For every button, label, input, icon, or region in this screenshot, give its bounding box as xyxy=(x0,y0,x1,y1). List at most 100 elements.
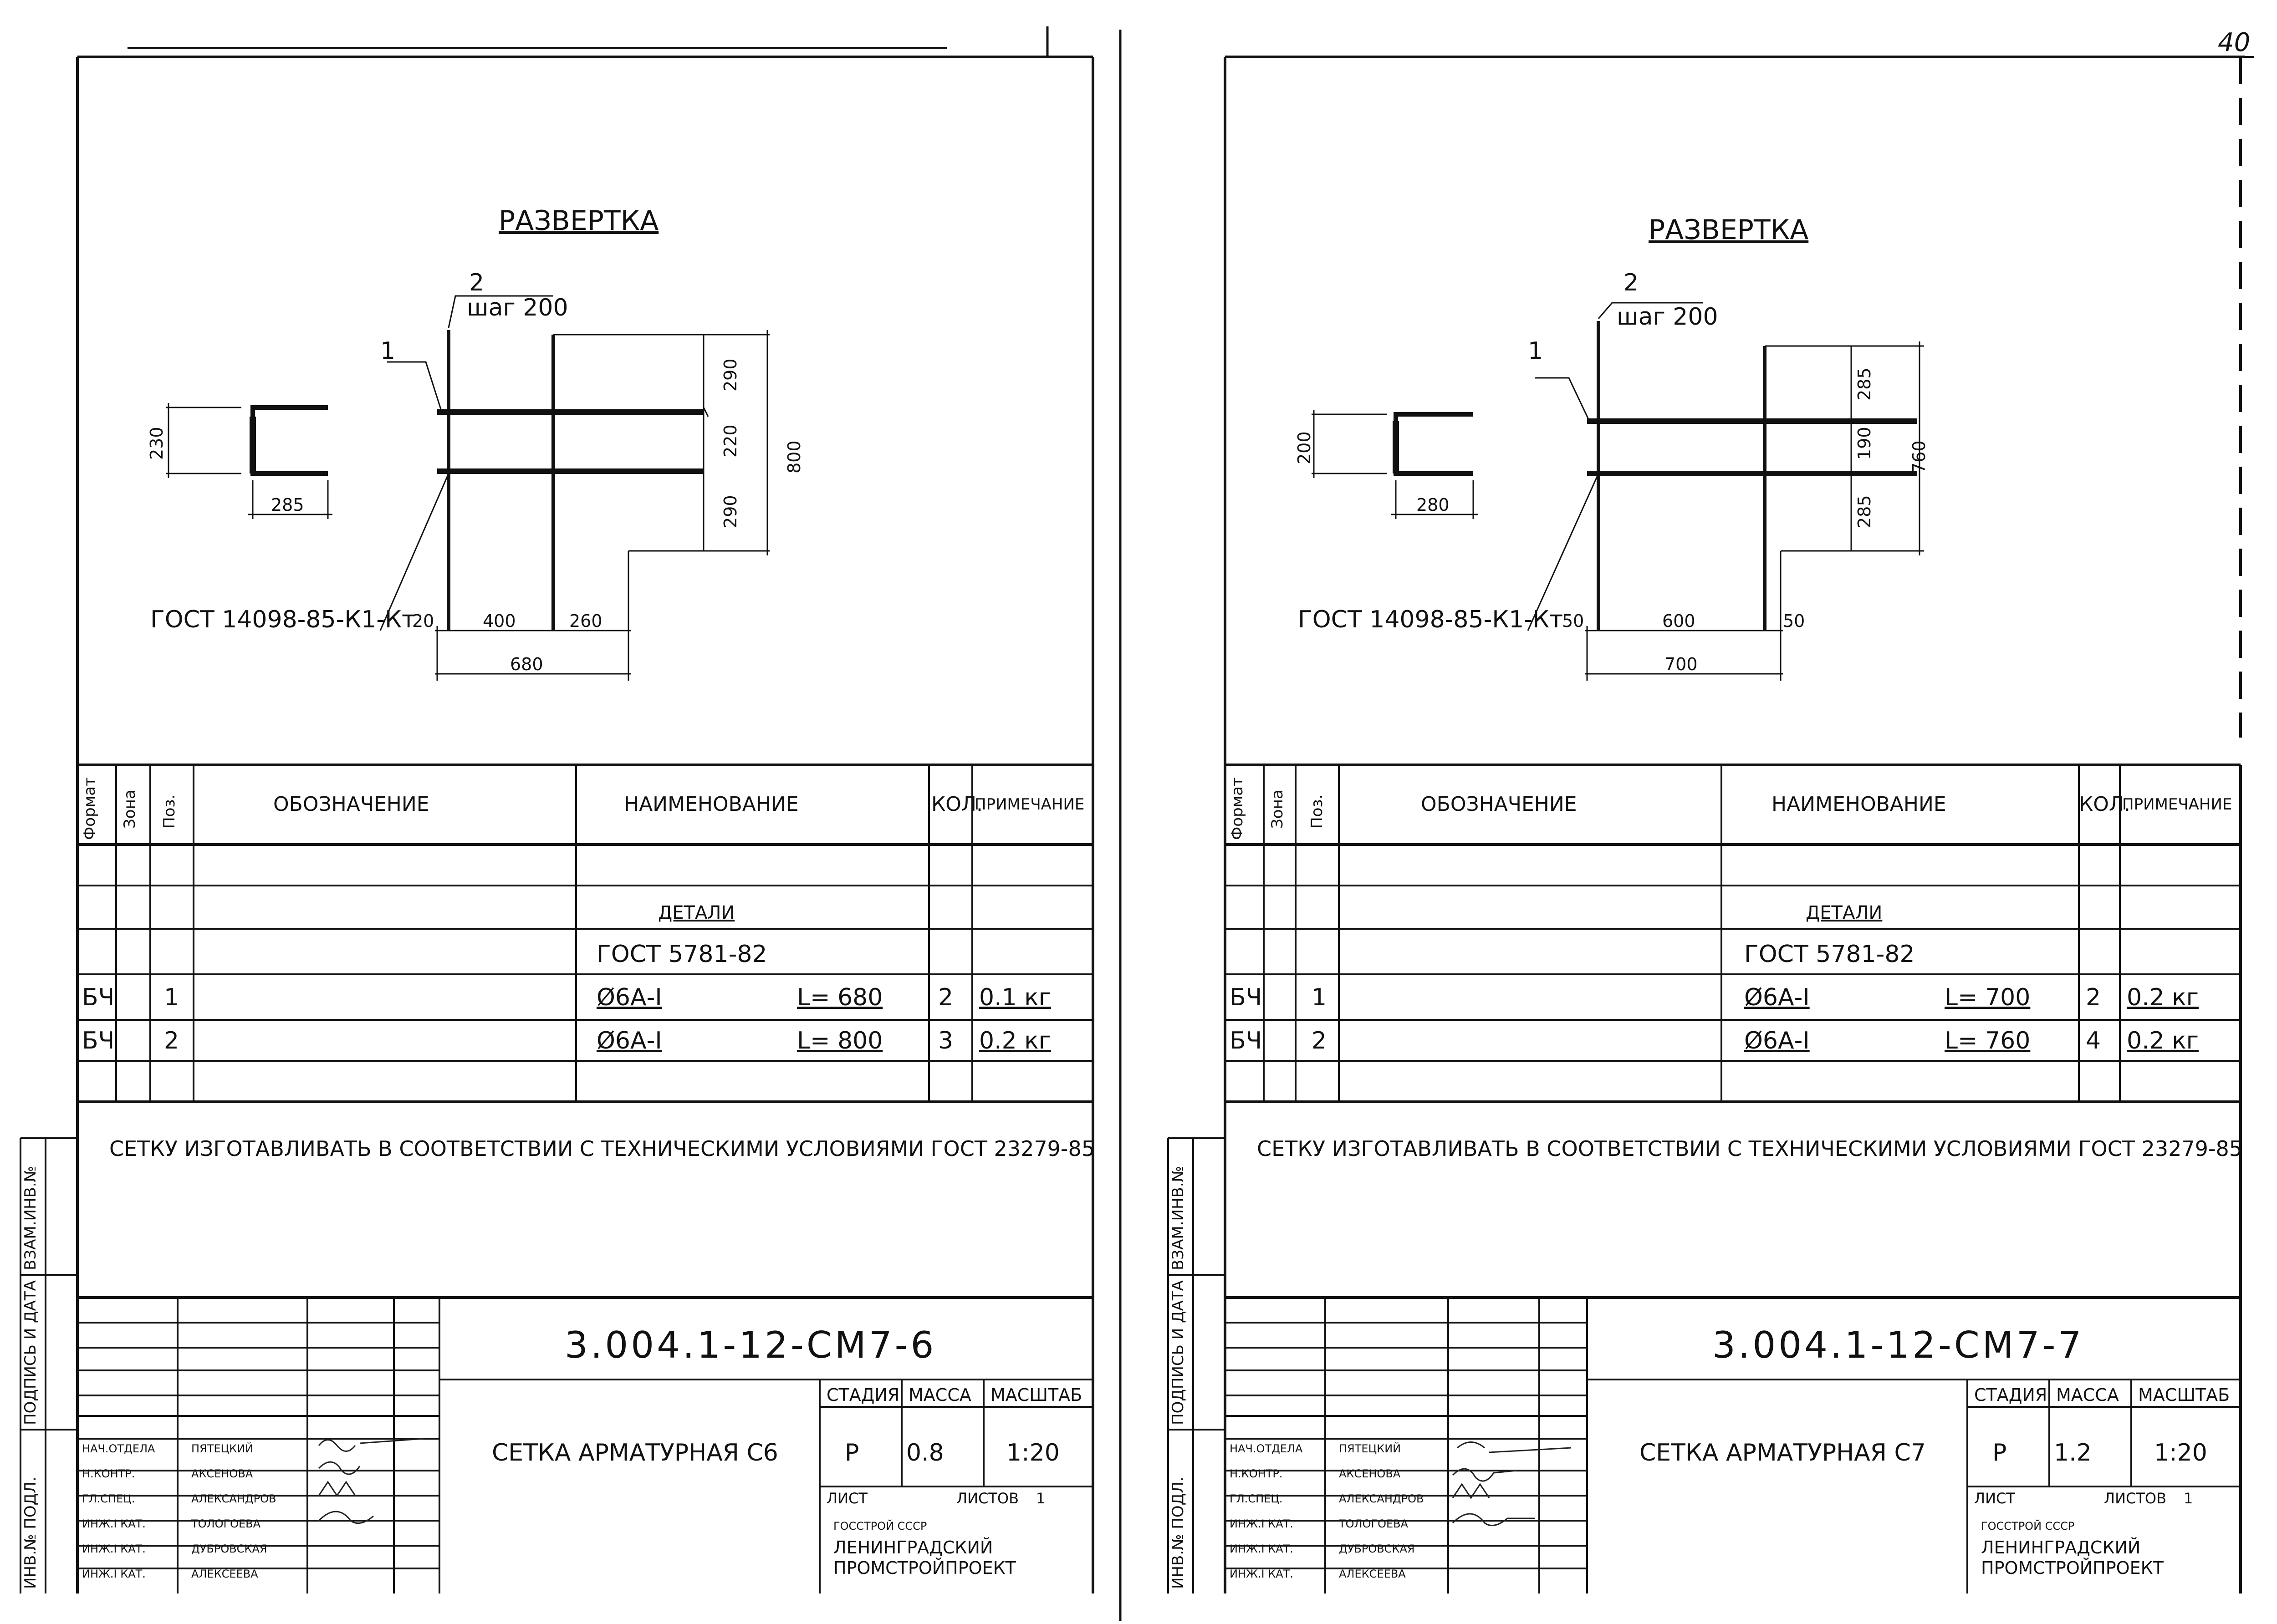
sheet-label: Лист xyxy=(1974,1490,2015,1507)
mass-value: 1.2 xyxy=(2054,1439,2092,1466)
staff-role: ИНЖ.I КАТ. xyxy=(1230,1543,1293,1555)
sheet-label: Лист xyxy=(827,1490,868,1507)
side-stamp-replace-inv: Взам.инв.№ xyxy=(21,1166,40,1270)
scale-header: Масштаб xyxy=(2138,1385,2230,1405)
scale-value: 1:20 xyxy=(1006,1439,1060,1466)
dim-vertical-1: 290 xyxy=(720,358,740,392)
staff-name: ТОЛОГОЕВА xyxy=(191,1517,261,1530)
header-format: Формат xyxy=(81,777,99,840)
document-code: 3.004.1-12-СМ7-6 xyxy=(565,1324,937,1366)
staff-name: АЛЕКСАНДРОВ xyxy=(191,1492,276,1505)
row-qty: 4 xyxy=(2086,1027,2101,1054)
stage-header: Стадия xyxy=(827,1385,900,1405)
row-note: 0.2 кг xyxy=(2127,1027,2199,1054)
row-note: 0.2 кг xyxy=(979,1027,1051,1054)
stage-value: Р xyxy=(845,1439,859,1466)
staff-name: АЛЕКСЕЕВА xyxy=(1339,1568,1406,1580)
scale-header: Масштаб xyxy=(990,1385,1082,1405)
drawing-title: Развертка xyxy=(499,205,659,237)
document-code: 3.004.1-12-СМ7-7 xyxy=(1712,1324,2084,1366)
dim-vertical-1: 285 xyxy=(1854,367,1874,401)
dim-vertical-2: 220 xyxy=(720,424,740,458)
staff-role: ИНЖ.I КАТ. xyxy=(82,1517,146,1530)
manufacturing-note: Сетку изготавливать в соответствии с тех… xyxy=(109,1136,1095,1161)
dim-vertical-3: 285 xyxy=(1854,495,1874,528)
mass-header: Масса xyxy=(2056,1385,2119,1405)
product-name: Сетка арматурная С7 xyxy=(1639,1439,1926,1466)
dim-horizontal-1: 50 xyxy=(1562,611,1584,631)
dim-vertical-3: 290 xyxy=(720,495,740,528)
dim-vertical-total: 760 xyxy=(1909,440,1929,473)
row-name: Ø6А-I xyxy=(1744,1027,1810,1054)
staff-name: АЛЕКСЕЕВА xyxy=(191,1568,258,1580)
side-stamp-original-inv: Инв.№ подл. xyxy=(1169,1476,1187,1589)
dim-vertical-total: 800 xyxy=(784,440,804,473)
mass-value: 0.8 xyxy=(906,1439,944,1466)
staff-name: ПЯТЕЦКИЙ xyxy=(1339,1442,1401,1455)
end-view-bar xyxy=(166,403,332,519)
row-note: 0.1 кг xyxy=(979,984,1051,1011)
mesh-development xyxy=(379,295,770,681)
product-name: Сетка арматурная С6 xyxy=(492,1439,778,1466)
header-designation: Обозначение xyxy=(1421,793,1577,816)
row-pos: 2 xyxy=(1312,1027,1327,1054)
staff-name: АКСЕНОВА xyxy=(1339,1467,1401,1480)
header-pos: Поз. xyxy=(1308,794,1326,829)
staff-role: ГЛ.СПЕЦ. xyxy=(82,1492,135,1505)
gost-weld-label: ГОСТ 14098-85-К1-Кт xyxy=(150,606,416,633)
org-line-2: ЛЕНИНГРАДСКИЙ xyxy=(833,1537,993,1558)
side-stamp-signature-date: Подпись и дата xyxy=(1169,1280,1187,1425)
section-title: Детали xyxy=(1806,902,1883,923)
staff-role: Н.КОНТР. xyxy=(82,1467,135,1480)
staff-role: ИНЖ.I КАТ. xyxy=(82,1543,146,1555)
row-format: БЧ xyxy=(82,984,115,1011)
drawing-title: Развертка xyxy=(1649,214,1809,246)
stage-header: Стадия xyxy=(1974,1385,2047,1405)
header-zone: Зона xyxy=(1268,789,1287,829)
sheet-c7 xyxy=(1167,56,2245,1593)
row-qty: 2 xyxy=(2086,984,2101,1011)
side-stamp-signature-date: Подпись и дата xyxy=(21,1280,40,1425)
row-format: БЧ xyxy=(82,1027,115,1054)
staff-role: ГЛ.СПЕЦ. xyxy=(1230,1492,1283,1505)
standard-reference: ГОСТ 5781-82 xyxy=(597,941,767,968)
step-label: шаг 200 xyxy=(467,294,568,321)
dim-horizontal-total: 700 xyxy=(1664,654,1698,674)
end-view-bar xyxy=(1312,410,1478,519)
sheet-c6 xyxy=(20,56,1094,1593)
org-line-1: ГОССТРОЙ СССР xyxy=(1981,1520,2075,1532)
section-title: Детали xyxy=(658,902,735,923)
position-label-1: 1 xyxy=(1528,337,1543,365)
staff-role: ИНЖ.I КАТ. xyxy=(1230,1517,1293,1530)
scale-value: 1:20 xyxy=(2154,1439,2207,1466)
row-format: БЧ xyxy=(1230,984,1262,1011)
row-qty: 2 xyxy=(938,984,954,1011)
sheets-count: 1 xyxy=(2184,1490,2193,1507)
staff-role: НАЧ.ОТДЕЛА xyxy=(1230,1442,1303,1455)
row-pos: 2 xyxy=(164,1027,179,1054)
page-number: 40 xyxy=(2218,28,2250,57)
row-pos: 1 xyxy=(164,984,179,1011)
dim-horizontal-1: 20 xyxy=(412,611,434,631)
org-line-3: ПРОМСТРОЙПРОЕКТ xyxy=(1981,1558,2164,1578)
org-line-2: ЛЕНИНГРАДСКИЙ xyxy=(1981,1537,2141,1558)
header-qty: Кол. xyxy=(2079,793,2130,816)
side-stamp-replace-inv: Взам.инв.№ xyxy=(1169,1166,1187,1270)
header-pos: Поз. xyxy=(160,794,179,829)
stage-value: Р xyxy=(1992,1439,2007,1466)
org-line-3: ПРОМСТРОЙПРОЕКТ xyxy=(833,1558,1016,1578)
dim-horizontal-3: 50 xyxy=(1783,611,1805,631)
staff-name: АКСЕНОВА xyxy=(191,1467,253,1480)
staff-role: ИНЖ.I КАТ. xyxy=(82,1568,146,1580)
staff-name: ДУБРОВСКАЯ xyxy=(191,1543,267,1555)
staff-name: ТОЛОГОЕВА xyxy=(1339,1517,1409,1530)
row-format: БЧ xyxy=(1230,1027,1262,1054)
row-length: L= 800 xyxy=(797,1027,883,1054)
sheets-label: Листов xyxy=(956,1490,1019,1507)
signatures xyxy=(318,1438,424,1524)
header-designation: Обозначение xyxy=(273,793,429,816)
mass-header: Масса xyxy=(909,1385,971,1405)
staff-role: Н.КОНТР. xyxy=(1230,1467,1283,1480)
header-format: Формат xyxy=(1228,777,1246,840)
